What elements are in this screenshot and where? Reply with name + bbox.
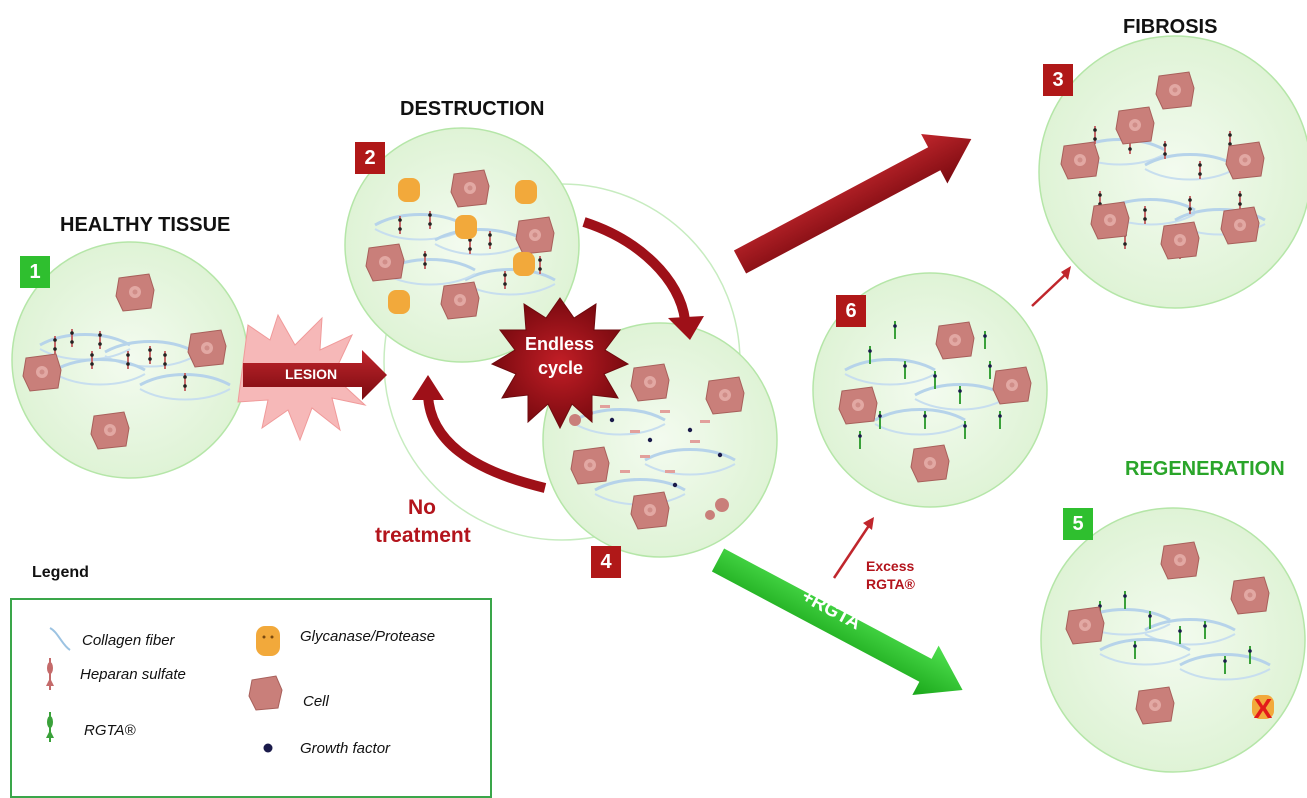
badge-5: 5 (1063, 508, 1093, 540)
legend-collagen-icon (49, 627, 71, 651)
excess-rgta-arrow (832, 517, 874, 579)
badge-3: 3 (1043, 64, 1073, 96)
no-treatment-bottom-label-line2: treatment (375, 524, 471, 547)
inhibited-enzyme-icon (1252, 695, 1274, 719)
legend-heparan-label: Heparan sulfate (80, 666, 186, 683)
legend-title: Legend (32, 564, 89, 581)
heading-regeneration: REGENERATION (1125, 458, 1285, 480)
legend-cell-icon (248, 675, 283, 711)
legend-glycanase-label: Glycanase/Protease (300, 628, 436, 645)
legend-cell-label: Cell (303, 693, 329, 710)
tissue-fibrosis (1038, 35, 1307, 309)
heading-fibrosis: FIBROSIS (1123, 16, 1218, 38)
no-treatment-bottom-label-line1: No (408, 496, 436, 519)
badge-1: 1 (20, 256, 50, 288)
no-treatment-top-arrow (733, 133, 972, 274)
legend-growth-factor-icon (263, 743, 273, 753)
heading-healthy-tissue: HEALTHY TISSUE (60, 214, 231, 236)
badge-4: 4 (591, 546, 621, 578)
rgta-arrow (711, 548, 963, 696)
heading-destruction: DESTRUCTION (400, 98, 545, 120)
legend-rgta-icon (46, 712, 54, 742)
excess-label-line1: Excess (866, 558, 915, 574)
lesion-arrow (243, 350, 387, 400)
endless-cycle-label-line1: Endless (525, 334, 595, 354)
legend-growth-factor-label: Growth factor (300, 740, 391, 757)
excess-label-line2: RGTA® (866, 576, 915, 592)
cycle-arrow-down (582, 217, 704, 340)
excess-to-fibrosis-arrow (1031, 266, 1071, 307)
endless-cycle-label-line2: cycle (538, 358, 584, 378)
legend-rgta-label: RGTA® (84, 722, 136, 739)
endless-cycle-star (490, 297, 630, 430)
legend-glycanase-icon (256, 626, 280, 656)
svg-text:X: X (1254, 693, 1273, 724)
tissue-destruction (344, 127, 580, 363)
badge-2: 2 (355, 142, 385, 174)
lesion-label: LESION (285, 366, 338, 382)
legend-collagen-label: Collagen fiber (82, 632, 175, 649)
badge-6: 6 (836, 295, 866, 327)
legend-heparan-icon (46, 658, 54, 690)
tissue-excess-rgta (812, 272, 1048, 508)
tissue-regeneration: X (1040, 507, 1306, 773)
cycle-arrow-up (412, 375, 547, 493)
